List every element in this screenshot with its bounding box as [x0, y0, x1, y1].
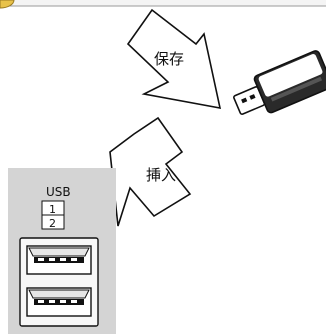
port-number-1: 1 — [49, 203, 56, 216]
usb-port-icon — [27, 246, 91, 274]
usb-label: USB — [46, 185, 71, 199]
usb-port-panel: USB 1 2 — [8, 168, 116, 334]
usb-flash-drive-icon — [229, 50, 326, 124]
port-number-2: 2 — [49, 217, 56, 230]
insert-label: 挿入 — [146, 166, 176, 184]
top-strip — [0, 0, 326, 8]
cd-disc-icon — [0, 0, 14, 8]
usb-port-icon — [27, 288, 91, 316]
save-label: 保存 — [154, 50, 184, 68]
